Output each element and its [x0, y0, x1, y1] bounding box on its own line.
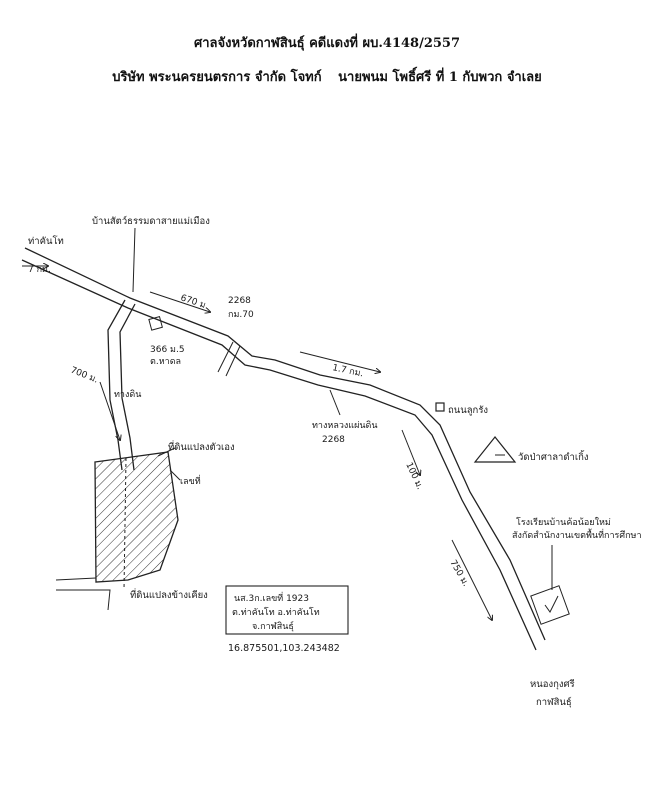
document-title: ศาลจังหวัดกาฬสินธุ์ คดีแดงที่ ผบ.4148/25…: [193, 36, 461, 51]
label-school-2: สังกัดสำนักงานเขตพื้นที่การศึกษา: [512, 528, 642, 541]
deed-location: ต.ท่าคันโท อ.ท่าคันโท: [232, 607, 320, 618]
arrow-17km: [299, 351, 380, 372]
label-house2: เลขที่: [180, 474, 201, 487]
label-km70: กม.70: [228, 310, 254, 320]
label-laterite-road: ถนนลูกรัง: [448, 405, 488, 416]
top-label-pointer: [132, 227, 136, 293]
school-marker: [530, 585, 570, 625]
label-2268-b: 2268: [322, 435, 345, 445]
main-highway: [21, 247, 546, 651]
pointer-house2: [169, 469, 181, 481]
label-highway-name: ทางหลวงแผ่นดิน: [312, 420, 378, 431]
parcel-access-road: [55, 577, 111, 611]
label-kalasin: กาฬสินธุ์: [536, 696, 572, 708]
pointer-land-east: [157, 447, 176, 457]
land-parcel: [94, 451, 179, 583]
arrow-700m: [99, 381, 120, 440]
label-school-1: โรงเรียนบ้านค้อน้อยใหม่: [516, 517, 611, 528]
dirt-road: [107, 299, 136, 471]
branch-road: [217, 341, 241, 377]
label-tha-khantho: ท่าคันโท: [28, 235, 64, 247]
km-marker: [435, 402, 445, 412]
arrow-750m: [451, 539, 492, 620]
pointer-road-name: [329, 389, 341, 416]
label-house: 366 ม.5: [150, 345, 185, 355]
label-land-south: ที่ดินแปลงข้างเคียง: [130, 588, 208, 601]
school-check-icon: [544, 595, 559, 613]
parcel-divider: [123, 457, 127, 591]
label-670m: 670 ม.: [179, 293, 210, 311]
label-700m: 700 ม.: [69, 366, 99, 386]
deed-province: จ.กาฬสินธุ์: [252, 620, 294, 632]
arrow-670m: [149, 291, 210, 312]
label-dirt-road: ทางดิน: [114, 389, 141, 400]
label-2268-a: 2268: [228, 296, 251, 306]
label-temple: วัดป่าศาลาดำเกิ้ง: [518, 450, 589, 463]
gps-coordinates: 16.875501,103.243482: [228, 643, 340, 654]
label-village-top: บ้านสัตว์ธรรมดาสายแม่เมือง: [92, 215, 210, 227]
label-100m: 100 ม.: [403, 461, 424, 491]
label-nong-kung-si: หนองกุงศรี: [530, 678, 575, 690]
label-house-sub: ต.หาดล: [150, 357, 181, 367]
label-7km: 7 กม.: [28, 265, 51, 275]
label-17km: 1.7 กม.: [331, 363, 364, 379]
plaintiff-label: บริษัท พระนครยนตรการ จำกัด โจทก์: [112, 70, 322, 85]
document-parties: บริษัท พระนครยนตรการ จำกัด โจทก์ นายพนม …: [0, 66, 654, 87]
label-land-east: ที่ดินแปลงตัวเอง: [168, 440, 235, 453]
label-750m: 750 ม.: [447, 559, 470, 589]
temple-triangle-icon: [473, 436, 517, 463]
defendant-label: นายพนม โพธิ์ศรี ที่ 1 กับพวก จำเลย: [338, 70, 542, 85]
arrow-100m: [401, 429, 420, 475]
deed-info-box: [225, 585, 349, 635]
house-marker: [148, 316, 163, 331]
deed-number: นส.3ก.เลขที่ 1923: [234, 591, 309, 604]
